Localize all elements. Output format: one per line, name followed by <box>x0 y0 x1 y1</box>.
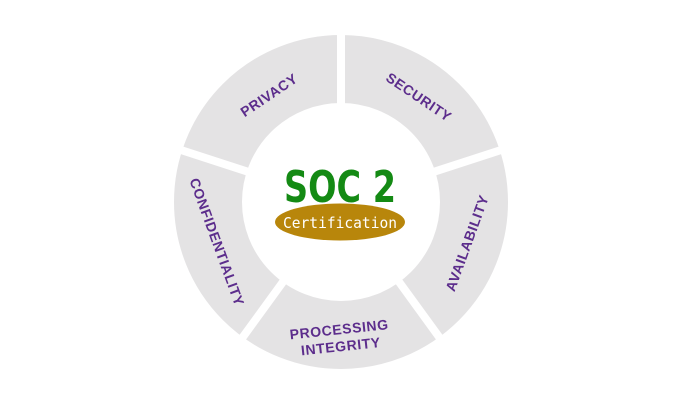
segment-divider <box>389 270 449 349</box>
segment-dividers <box>170 24 512 349</box>
diagram-title: SOC 2 <box>284 162 396 213</box>
segment-divider <box>423 143 512 179</box>
segment-divider <box>170 143 259 179</box>
certification-badge <box>275 203 405 241</box>
badge-label: Certification <box>283 214 397 232</box>
segment-divider <box>233 270 293 349</box>
